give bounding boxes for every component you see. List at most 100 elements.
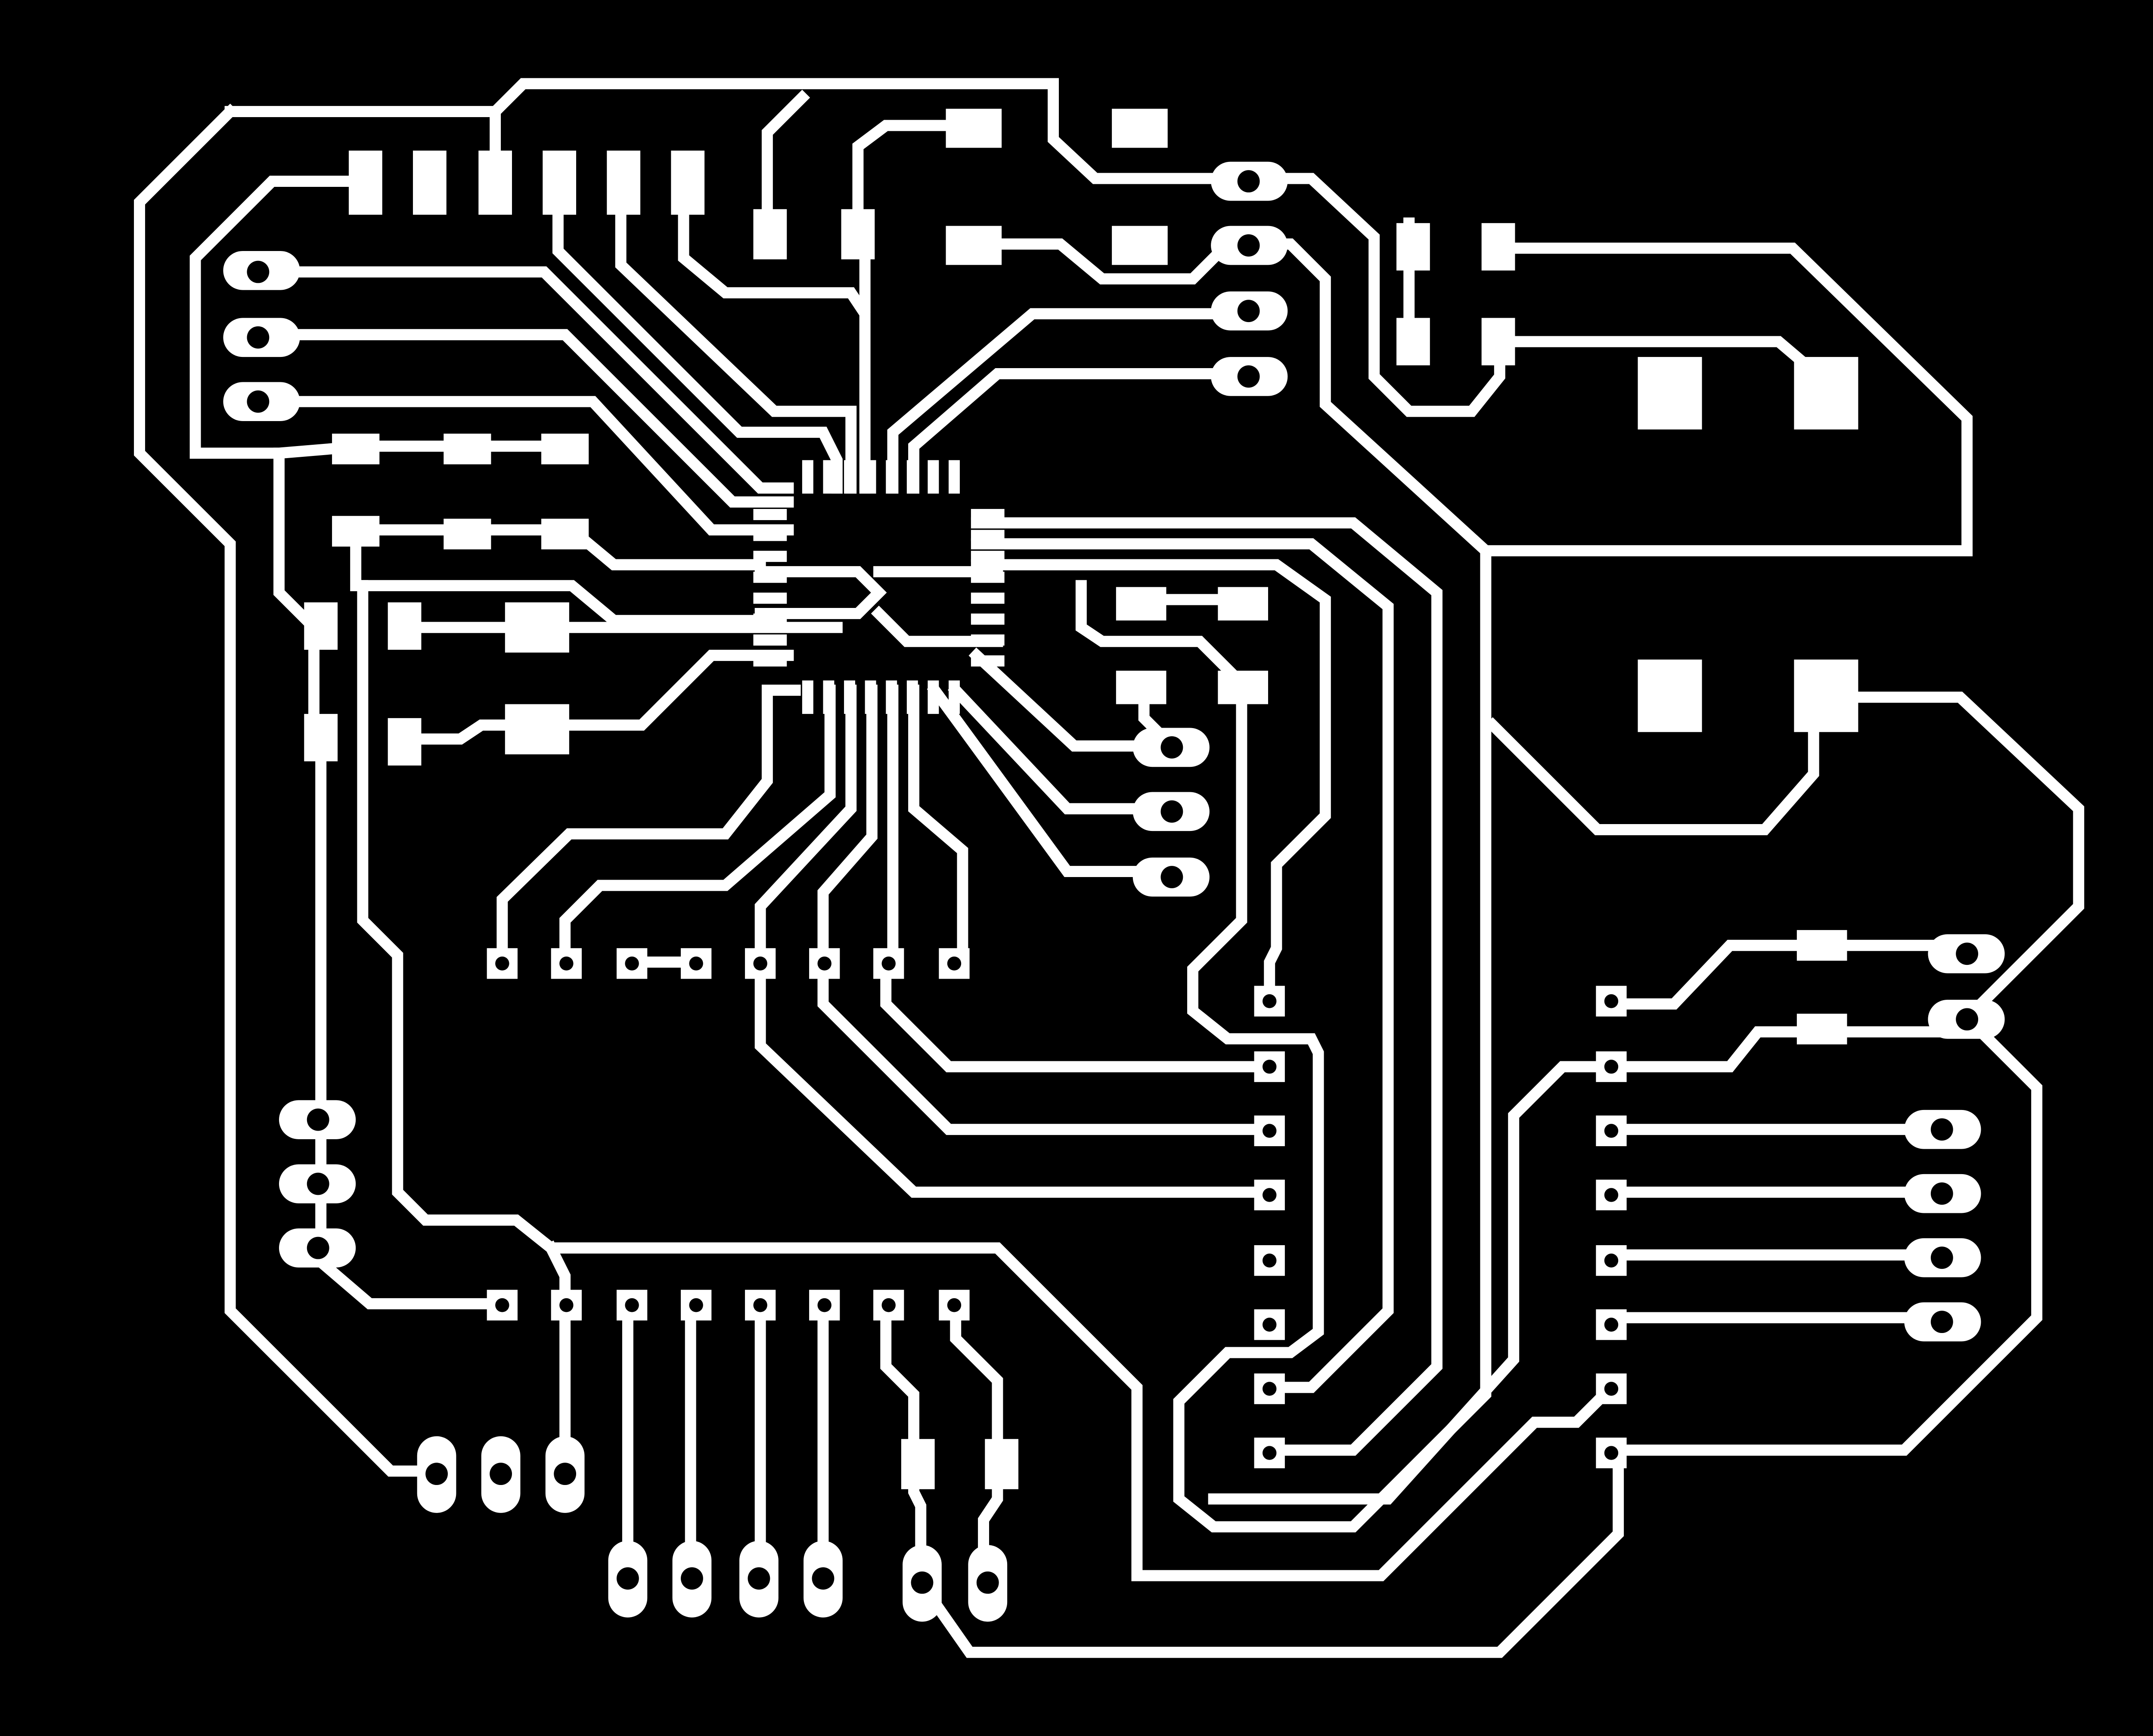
through-hole-pad-icon	[1254, 1309, 1285, 1340]
through-hole-pad-icon	[481, 1436, 521, 1513]
smd-pad-icon	[505, 602, 569, 653]
oval-pads	[223, 161, 2005, 1622]
through-hole-pad-icon	[1596, 986, 1627, 1017]
through-hole-pad-icon	[545, 1436, 585, 1513]
through-hole-pad-icon	[1211, 226, 1288, 265]
through-hole-pad-icon	[803, 1541, 843, 1618]
through-hole-pad-icon	[873, 948, 904, 979]
through-hole-pad-icon	[745, 948, 776, 979]
through-hole-pad-icon	[681, 948, 712, 979]
smd-pad-icon	[1794, 357, 1858, 430]
through-hole-pad-icon	[1211, 161, 1288, 201]
through-hole-pad-icon	[1254, 1179, 1285, 1211]
smd-pad-icon	[1481, 223, 1515, 271]
smd-pad-icon	[1794, 659, 1858, 732]
through-hole-pad-icon	[1254, 986, 1285, 1017]
smd-pad-icon	[348, 150, 382, 215]
through-hole-pad-icon	[1132, 857, 1210, 897]
through-hole-pad-icon	[1904, 1302, 1981, 1342]
ic-footprint-icon	[753, 460, 1005, 714]
through-hole-pad-icon	[223, 318, 300, 357]
through-hole-pad-icon	[873, 1290, 904, 1321]
through-hole-pad-icon	[1928, 1000, 2005, 1039]
through-hole-pad-icon	[223, 382, 300, 422]
smd-pad-icon	[1218, 670, 1268, 704]
smd-pad-icon	[541, 518, 589, 549]
through-hole-pad-icon	[223, 251, 300, 290]
through-hole-pad-icon	[1928, 934, 2005, 973]
smd-pad-icon	[841, 209, 875, 260]
through-hole-pad-icon	[616, 1290, 648, 1321]
through-hole-pad-icon	[417, 1436, 456, 1513]
through-hole-pad-icon	[1254, 1245, 1285, 1276]
through-hole-pad-icon	[939, 948, 970, 979]
through-hole-pad-icon	[1904, 1174, 1981, 1213]
through-hole-pad-icon	[608, 1541, 648, 1618]
square-pads	[487, 948, 1627, 1469]
through-hole-pad-icon	[1596, 1179, 1627, 1211]
smd-pad-icon	[1796, 1014, 1847, 1045]
through-hole-pad-icon	[1132, 728, 1210, 767]
smd-pad-icon	[753, 209, 787, 260]
through-hole-pad-icon	[279, 1100, 356, 1139]
through-hole-pad-icon	[551, 948, 582, 979]
through-hole-pad-icon	[1596, 1309, 1627, 1340]
through-hole-pad-icon	[672, 1541, 712, 1618]
smd-pad-icon	[388, 718, 422, 766]
smd-pad-icon	[541, 434, 589, 465]
through-hole-pad-icon	[279, 1228, 356, 1268]
through-hole-pad-icon	[1211, 357, 1288, 396]
smd-pad-icon	[304, 602, 338, 650]
smd-pad-icon	[1116, 670, 1166, 704]
smd-pad-icon	[304, 714, 338, 762]
smd-pad-icon	[332, 516, 380, 547]
smd-pad-icon	[1481, 318, 1515, 366]
through-hole-pad-icon	[809, 1290, 840, 1321]
smd-pad-icon	[1218, 587, 1268, 621]
smd-pad-icon	[1796, 930, 1847, 961]
smd-pad-icon	[505, 704, 569, 755]
smd-pad-icon	[671, 150, 705, 215]
smd-pad-icon	[1638, 659, 1702, 732]
through-hole-pad-icon	[1596, 1051, 1627, 1082]
through-hole-pad-icon	[1904, 1238, 1981, 1277]
smd-pads	[304, 108, 1858, 1489]
smd-pad-icon	[444, 434, 491, 465]
through-hole-pad-icon	[1596, 1245, 1627, 1276]
smd-pad-icon	[1396, 223, 1430, 271]
through-hole-pad-icon	[1904, 1110, 1981, 1149]
through-hole-pad-icon	[1596, 1437, 1627, 1469]
through-hole-pad-icon	[1132, 792, 1210, 831]
smd-pad-icon	[946, 226, 1002, 265]
through-hole-pad-icon	[1254, 1051, 1285, 1082]
smd-pad-icon	[388, 602, 422, 650]
smd-pad-icon	[444, 518, 491, 549]
through-hole-pad-icon	[1254, 1115, 1285, 1147]
smd-pad-icon	[1396, 318, 1430, 366]
through-hole-pad-icon	[551, 1290, 582, 1321]
through-hole-pad-icon	[681, 1290, 712, 1321]
smd-pad-icon	[478, 150, 512, 215]
smd-pad-icon	[1112, 226, 1168, 265]
smd-pad-icon	[1638, 357, 1702, 430]
through-hole-pad-icon	[1596, 1115, 1627, 1147]
through-hole-pad-icon	[745, 1290, 776, 1321]
through-hole-pad-icon	[616, 948, 648, 979]
smd-pad-icon	[985, 1439, 1019, 1489]
smd-pad-icon	[543, 150, 577, 215]
smd-pad-icon	[332, 434, 380, 465]
through-hole-pad-icon	[1254, 1373, 1285, 1404]
smd-pad-icon	[1112, 108, 1168, 148]
through-hole-pad-icon	[939, 1290, 970, 1321]
smd-pad-icon	[607, 150, 641, 215]
through-hole-pad-icon	[1254, 1437, 1285, 1469]
through-hole-pad-icon	[487, 1290, 518, 1321]
smd-pad-icon	[901, 1439, 935, 1489]
smd-pad-icon	[413, 150, 447, 215]
through-hole-pad-icon	[903, 1545, 942, 1622]
through-hole-pad-icon	[968, 1545, 1008, 1622]
through-hole-pad-icon	[809, 948, 840, 979]
smd-pad-icon	[946, 108, 1002, 148]
through-hole-pad-icon	[1596, 1373, 1627, 1404]
